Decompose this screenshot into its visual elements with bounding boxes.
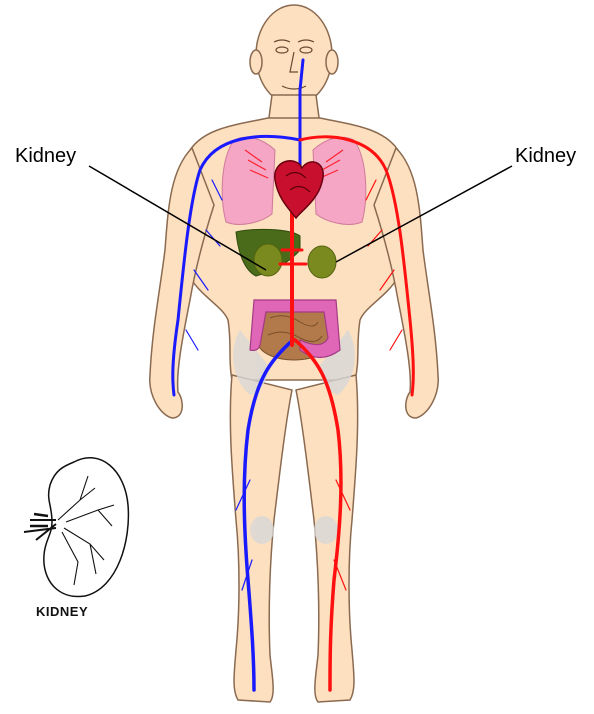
kidney-right-organ xyxy=(308,246,336,278)
kidney-label-right: Kidney xyxy=(515,146,576,166)
kidney-inset-drawing xyxy=(24,458,128,597)
kidney-left-organ xyxy=(254,244,282,276)
kidney-label-left: Kidney xyxy=(15,146,76,166)
kidney-inset-caption: KIDNEY xyxy=(36,604,88,619)
